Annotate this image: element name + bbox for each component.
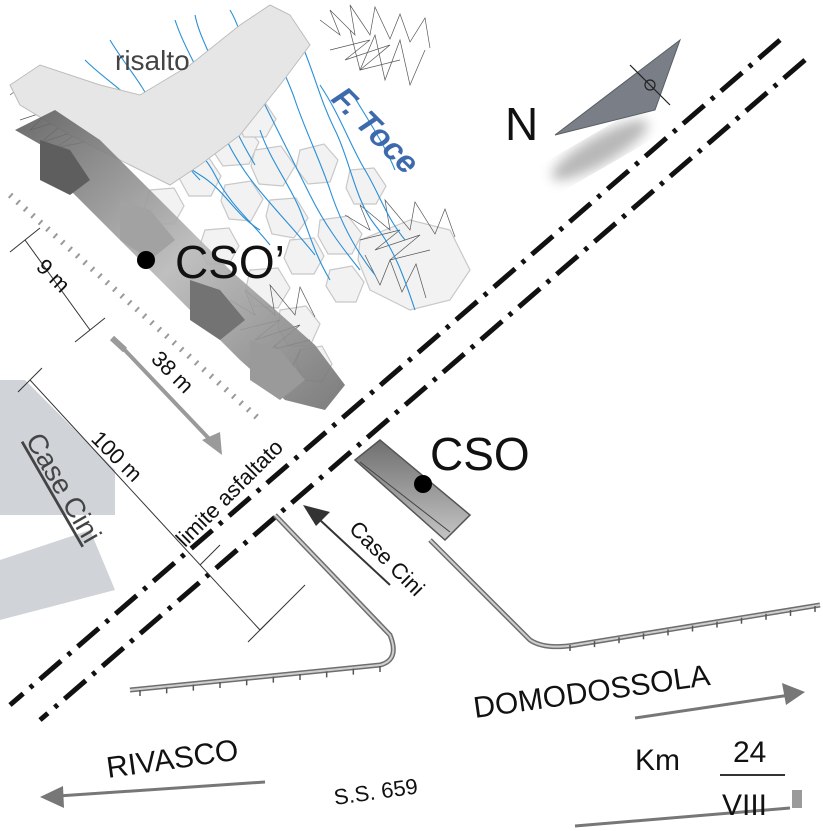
- railway: [8, 38, 807, 722]
- label-km: Km: [635, 744, 680, 777]
- arrow-domodossola: [634, 683, 805, 720]
- station-dot-icon: [414, 475, 432, 493]
- label-domodossola: DOMODOSSOLA: [471, 659, 712, 725]
- ridge-edge-marks: [7, 192, 263, 423]
- label-9m: 9 m: [31, 254, 75, 298]
- measure-arrow-38m: [109, 335, 222, 455]
- dimension-lines: [9, 227, 306, 643]
- label-cso-prime: CSO’: [175, 236, 285, 288]
- cso-block: [353, 439, 472, 542]
- label-cso: CSO: [430, 428, 530, 480]
- label-north: N: [505, 98, 538, 150]
- road-ticks: [139, 606, 816, 696]
- label-km-roman: VIII: [722, 789, 767, 822]
- label-case-cini-road: Case Cini: [344, 516, 429, 601]
- north-arrow-icon: [551, 38, 682, 181]
- label-limite-asfaltato: limite asfaltato: [171, 434, 288, 551]
- label-river: F. Toce: [325, 79, 426, 180]
- risalto-ridge: [9, 4, 345, 410]
- label-rivasco: RIVASCO: [104, 734, 240, 785]
- buildings: [0, 380, 115, 620]
- label-risalto: risalto: [115, 45, 190, 76]
- station-dot-icon: [137, 251, 155, 269]
- label-road-number: S.S. 659: [332, 773, 419, 810]
- arrow-rivasco: [40, 780, 266, 808]
- label-38m: 38 m: [146, 346, 198, 398]
- km-marker: [574, 774, 802, 828]
- road-ss659: [129, 513, 821, 693]
- arrow-case-cini: [303, 505, 391, 586]
- boulder-field: [143, 100, 471, 383]
- label-km-number: 24: [733, 736, 766, 769]
